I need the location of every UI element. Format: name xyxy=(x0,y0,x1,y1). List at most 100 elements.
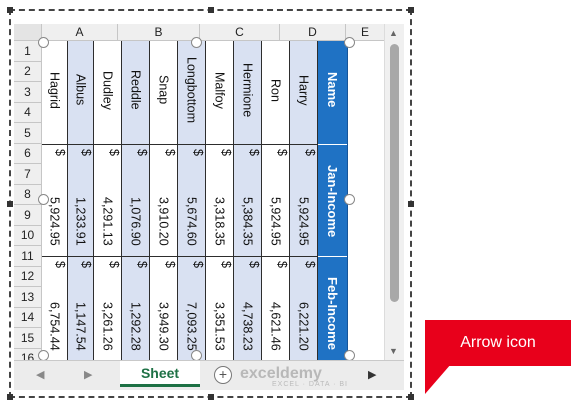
arrow-icon-callout: Arrow icon xyxy=(425,320,571,366)
tab-scroll-right-icon[interactable]: ▶ xyxy=(84,369,93,381)
rotation-handle[interactable] xyxy=(191,350,202,360)
record-column-ron[interactable]: Ron $ 5,924.95 $ 4,621.46 xyxy=(262,41,290,360)
rotation-handle[interactable] xyxy=(38,37,49,48)
jan-income-cell: 5,384.35 xyxy=(240,196,255,246)
row-header-12[interactable]: 12 xyxy=(14,266,42,287)
sheet-grid[interactable]: A B C D E 1 2 3 4 5 6 7 8 9 10 11 12 13 … xyxy=(14,24,385,360)
currency-symbol: $ xyxy=(303,149,317,156)
rotation-handle[interactable] xyxy=(344,194,355,205)
name-cell: Ron xyxy=(268,78,283,102)
feb-income-cell: 6,221.20 xyxy=(296,301,311,351)
row-header-4[interactable]: 4 xyxy=(14,102,42,123)
row-header-3[interactable]: 3 xyxy=(14,82,42,103)
feb-income-cell: 7,093.25 xyxy=(184,301,199,351)
record-column-harry[interactable]: Harry $ 5,924.95 $ 6,221.20 xyxy=(290,41,318,360)
name-cell: Dudley xyxy=(100,70,115,110)
resize-handle-right[interactable] xyxy=(408,201,414,207)
name-cell: Longbottom xyxy=(184,56,199,124)
row-header-1[interactable]: 1 xyxy=(14,41,42,62)
currency-symbol: $ xyxy=(191,149,205,156)
feb-income-cell: 1,147.54 xyxy=(73,301,88,351)
feb-income-cell: 4,738.23 xyxy=(240,301,255,351)
feb-income-cell: 3,351.53 xyxy=(212,301,227,351)
record-column-malfoy[interactable]: Malfoy $ 3,318.35 $ 3,351.53 xyxy=(206,41,234,360)
row-header-13[interactable]: 13 xyxy=(14,287,42,308)
currency-symbol: $ xyxy=(79,261,93,268)
row-header-14[interactable]: 14 xyxy=(14,307,42,328)
currency-symbol: $ xyxy=(219,261,233,268)
select-all-corner[interactable] xyxy=(14,24,42,41)
row-header-15[interactable]: 15 xyxy=(14,328,42,349)
currency-symbol: $ xyxy=(247,261,261,268)
resize-handle-top[interactable] xyxy=(208,7,214,13)
row-header-11[interactable]: 11 xyxy=(14,246,42,267)
currency-symbol: $ xyxy=(247,149,261,156)
row-header-10[interactable]: 10 xyxy=(14,225,42,246)
jan-income-cell: 4,291.13 xyxy=(100,196,115,246)
jan-income-cell: 3,318.35 xyxy=(212,196,227,246)
sheet-tab[interactable]: Sheet xyxy=(120,361,200,387)
feb-income-cell: 6,754.44 xyxy=(47,301,62,351)
row-header-9[interactable]: 9 xyxy=(14,205,42,226)
scroll-up-arrow-icon[interactable]: ▲ xyxy=(389,28,398,38)
currency-symbol: $ xyxy=(135,261,149,268)
feb-income-cell: 1,292.28 xyxy=(128,301,143,351)
row-header-6[interactable]: 6 xyxy=(14,143,42,164)
name-cell: Harry xyxy=(296,74,311,106)
resize-handle-left[interactable] xyxy=(7,201,13,207)
feb-income-cell: 4,621.46 xyxy=(268,301,283,351)
resize-handle-bottom-left[interactable] xyxy=(7,394,13,400)
sheet-tab-bar: ◀ ▶ Sheet + exceldemy EXCEL · DATA · BI … xyxy=(14,360,404,390)
column-header-c[interactable]: C xyxy=(200,24,280,41)
name-cell: Hermione xyxy=(240,62,255,118)
jan-income-cell: 5,924.95 xyxy=(296,196,311,246)
record-column-longbottom[interactable]: Longbottom $ 5,674.60 $ 7,093.25 xyxy=(178,41,206,360)
name-cell: Hagrid xyxy=(47,71,62,109)
resize-handle-bottom-right[interactable] xyxy=(408,394,414,400)
record-column-reddle[interactable]: Reddle $ 1,076.90 $ 1,292.28 xyxy=(122,41,150,360)
name-cell: Reddle xyxy=(128,70,143,110)
watermark-logo: exceldemy xyxy=(240,365,322,382)
rotation-handle[interactable] xyxy=(344,37,355,48)
callout-pointer xyxy=(425,364,451,394)
currency-symbol: $ xyxy=(275,149,289,156)
rotation-handle[interactable] xyxy=(38,350,49,360)
currency-symbol: $ xyxy=(135,149,149,156)
scroll-down-arrow-icon[interactable]: ▼ xyxy=(389,346,398,356)
currency-symbol: $ xyxy=(107,261,121,268)
feb-income-cell: 3,949.30 xyxy=(156,301,171,351)
tab-scroll-left-icon[interactable]: ◀ xyxy=(36,369,45,381)
add-sheet-icon[interactable]: + xyxy=(214,366,232,384)
resize-handle-top-right[interactable] xyxy=(408,7,414,13)
rotation-handle[interactable] xyxy=(191,37,202,48)
name-cell: Albus xyxy=(73,74,88,106)
column-header-b[interactable]: B xyxy=(118,24,200,41)
row-header-2[interactable]: 2 xyxy=(14,61,42,82)
record-column-hermione[interactable]: Hermione $ 5,384.35 $ 4,738.23 xyxy=(234,41,262,360)
row-header-7[interactable]: 7 xyxy=(14,164,42,185)
currency-symbol: $ xyxy=(303,261,317,268)
jan-income-cell: 5,924.95 xyxy=(268,196,283,246)
column-header-d[interactable]: D xyxy=(280,24,346,41)
header-name: Name xyxy=(325,72,340,108)
rotation-handle[interactable] xyxy=(344,350,355,360)
record-column-snap[interactable]: Snap $ 3,910.20 $ 3,949.30 xyxy=(150,41,178,360)
currency-symbol: $ xyxy=(219,149,233,156)
currency-symbol: $ xyxy=(53,261,67,268)
resize-handle-top-left[interactable] xyxy=(7,7,13,13)
currency-symbol: $ xyxy=(53,149,67,156)
jan-income-cell: 1,233.91 xyxy=(73,196,88,246)
scrollbar-thumb[interactable] xyxy=(390,44,399,302)
vertical-scrollbar[interactable]: ▲ ▼ xyxy=(384,24,404,360)
sheet-scroll-right-arrow-icon[interactable]: ▶ xyxy=(368,369,377,381)
currency-symbol: $ xyxy=(163,261,177,268)
jan-income-cell: 5,924.95 xyxy=(47,196,62,246)
rotation-handle[interactable] xyxy=(38,194,49,205)
column-header-a[interactable]: A xyxy=(42,24,118,41)
currency-symbol: $ xyxy=(275,261,289,268)
jan-income-cell: 1,076.90 xyxy=(128,196,143,246)
row-header-5[interactable]: 5 xyxy=(14,123,42,144)
resize-handle-bottom[interactable] xyxy=(208,394,214,400)
record-column-dudley[interactable]: Dudley $ 4,291.13 $ 3,261.26 xyxy=(94,41,122,360)
record-column-albus[interactable]: Albus $ 1,233.91 $ 1,147.54 xyxy=(68,41,94,360)
